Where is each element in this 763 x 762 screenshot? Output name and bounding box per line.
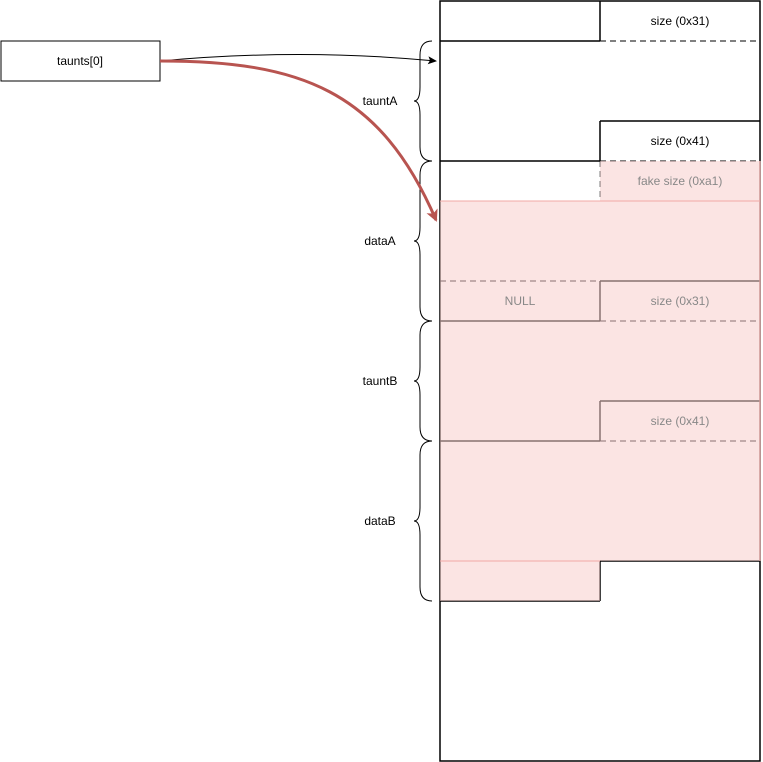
region-label-dataA: dataA <box>364 234 395 248</box>
brace-tauntB <box>413 320 433 442</box>
size-field-label: size (0x41) <box>651 134 710 148</box>
brace-tauntA <box>413 40 433 162</box>
brace-dataB <box>413 440 433 602</box>
region-label-tauntB: tauntB <box>363 374 398 388</box>
corrupted-pointer-arrow <box>159 59 438 222</box>
brace-dataA <box>413 160 433 322</box>
size-field-label: size (0x31) <box>651 14 710 28</box>
fake-chunk-overlay <box>440 161 760 601</box>
region-label-dataB: dataB <box>364 514 395 528</box>
pointer-box-taunts <box>0 40 161 82</box>
original-pointer-arrow <box>159 54 437 65</box>
size-field-label: size (0x31) <box>651 294 710 308</box>
null-field-label: NULL <box>505 294 536 308</box>
region-braces <box>413 40 433 602</box>
size-field-label: size (0x41) <box>651 414 710 428</box>
fake-chunk-region <box>440 161 760 601</box>
fake-size-label: fake size (0xa1) <box>638 174 723 188</box>
region-label-tauntA: tauntA <box>363 94 398 108</box>
pointer-box-label: taunts[0] <box>57 54 103 68</box>
